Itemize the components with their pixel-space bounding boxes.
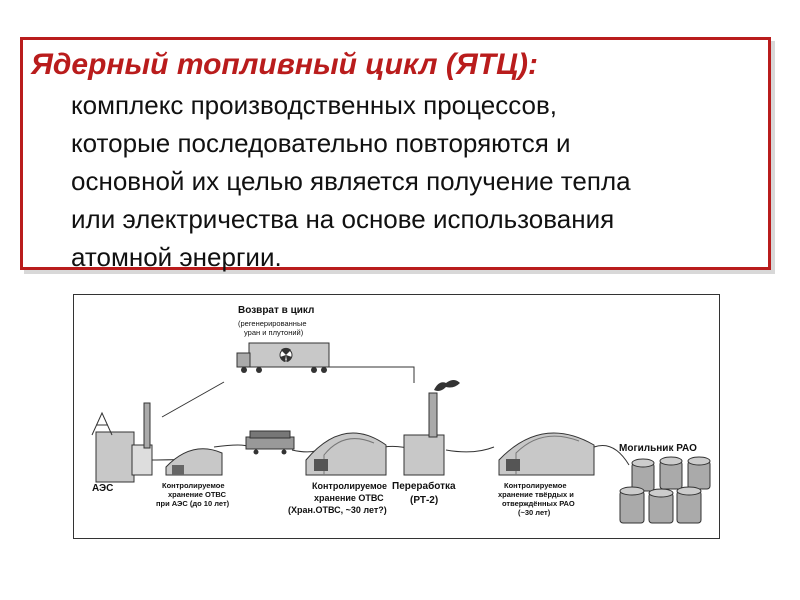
truck-icon [236, 342, 330, 373]
definition-line-1: комплекс производственных процессов, [71, 90, 557, 120]
flow-line-truck-to-reprocessing [329, 366, 415, 383]
storage-waste-line-2: хранение твёрдых и [498, 490, 574, 499]
transport-container-icon [245, 430, 295, 455]
storage-waste-icon [498, 432, 595, 476]
storage-central-line-1: Контролируемое [312, 481, 388, 491]
storage-at-npp-line-3: при АЭС (до 10 лет) [156, 499, 230, 508]
definition-line-5: атомной энергии. [71, 242, 282, 272]
storage-central-line-3: (Хран.ОТВС, ~30 лет?) [288, 505, 387, 515]
flow-line-waste-to-repository [593, 445, 630, 466]
storage-waste-line-3: отверждённых РАО [502, 499, 575, 508]
npp-label: АЭС [92, 483, 114, 494]
definition-line-3: основной их целью является получение теп… [71, 166, 631, 196]
definition-body: комплекс производственных процессов, кот… [71, 86, 765, 276]
diagram-graphics [91, 342, 711, 524]
definition-box: Ядерный топливный цикл (ЯТЦ): комплекс п… [20, 37, 771, 272]
storage-central-icon [305, 432, 387, 476]
definition-title: Ядерный топливный цикл (ЯТЦ): [31, 48, 538, 81]
repository-label: Могильник РАО [619, 443, 697, 454]
return-to-cycle-subtitle-2: уран и плутоний) [244, 328, 304, 337]
reprocessing-line-2: (РТ-2) [410, 495, 439, 506]
definition-line-4: или электричества на основе использовани… [71, 204, 615, 234]
reprocessing-line-1: Переработка [392, 481, 456, 492]
fuel-cycle-diagram: Возврат в цикл (регенерированные уран и … [73, 294, 720, 539]
repository-drums-icon [619, 456, 711, 524]
storage-central-line-2: хранение ОТВС [314, 493, 384, 503]
storage-at-npp-line-2: хранение ОТВС [168, 490, 226, 499]
flow-line-npp-to-truck [161, 381, 225, 418]
npp-icon [91, 402, 153, 483]
return-to-cycle-subtitle-1: (регенерированные [238, 319, 307, 328]
storage-waste-line-1: Контролируемое [504, 481, 567, 490]
storage-at-npp-icon [165, 448, 223, 476]
return-to-cycle-title: Возврат в цикл [238, 305, 315, 316]
flow-line-storage-to-train [213, 444, 250, 448]
definition-line-2: которые последовательно повторяются и [71, 128, 571, 158]
storage-waste-line-4: (~30 лет) [518, 508, 551, 517]
storage-at-npp-line-1: Контролируемое [162, 481, 225, 490]
reprocessing-plant-icon [403, 380, 460, 476]
flow-line-reprocessing-to-waste [445, 446, 495, 453]
